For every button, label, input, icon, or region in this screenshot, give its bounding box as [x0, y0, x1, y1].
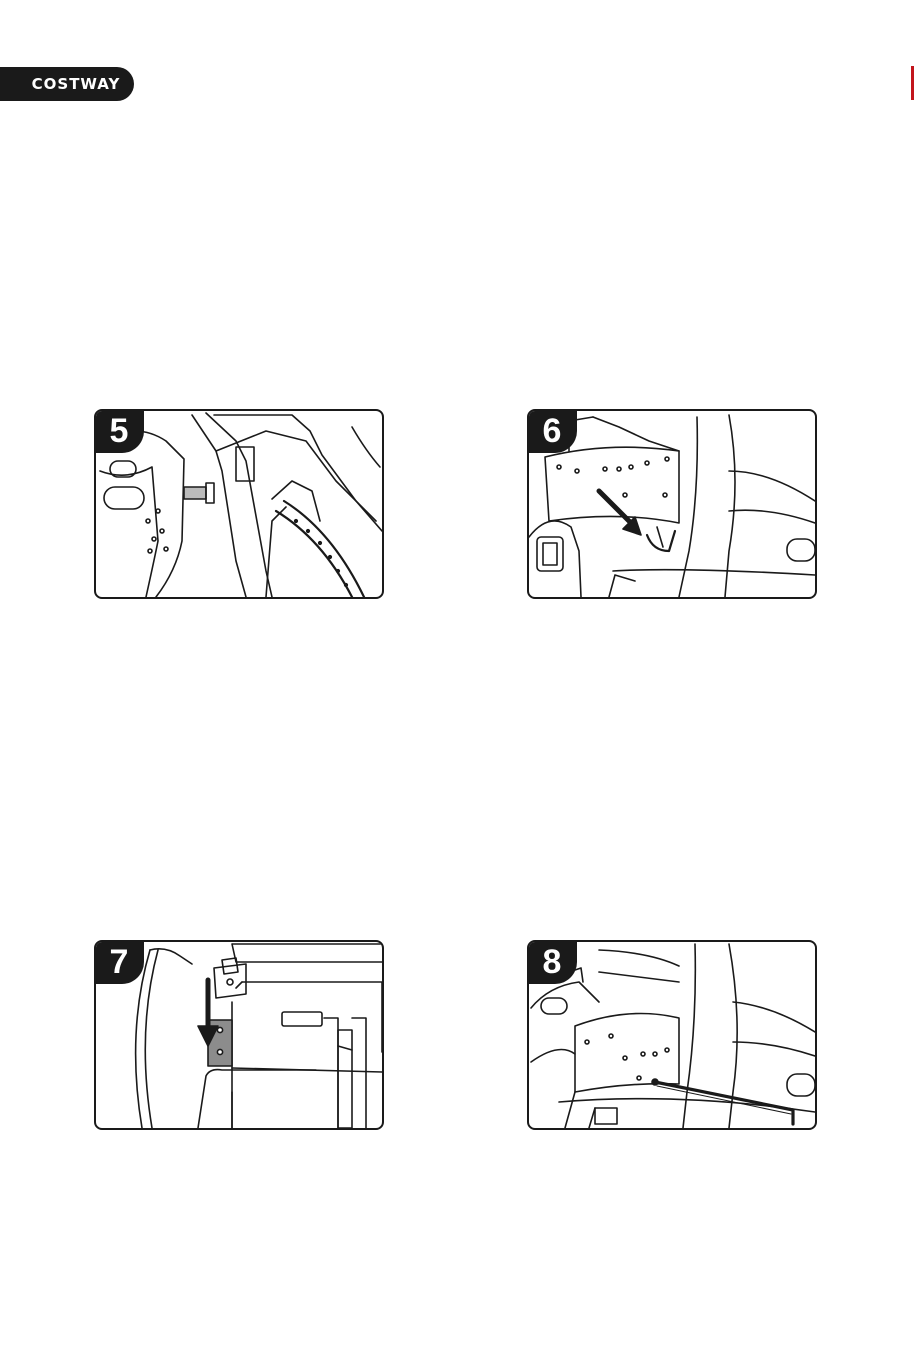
brand-logo-tab: COSTWAY — [0, 67, 134, 101]
step-5-number: 5 — [94, 409, 144, 453]
brand-logo: COSTWAY — [32, 75, 121, 93]
step-7-illustration: 7 — [94, 940, 384, 1130]
step-5-illustration: 5 — [94, 409, 384, 599]
step-6-illustration: 6 — [527, 409, 817, 599]
step-8-illustration: 8 — [527, 940, 817, 1130]
step-7-number: 7 — [94, 940, 144, 984]
step-8-number: 8 — [527, 940, 577, 984]
step-6-number: 6 — [527, 409, 577, 453]
